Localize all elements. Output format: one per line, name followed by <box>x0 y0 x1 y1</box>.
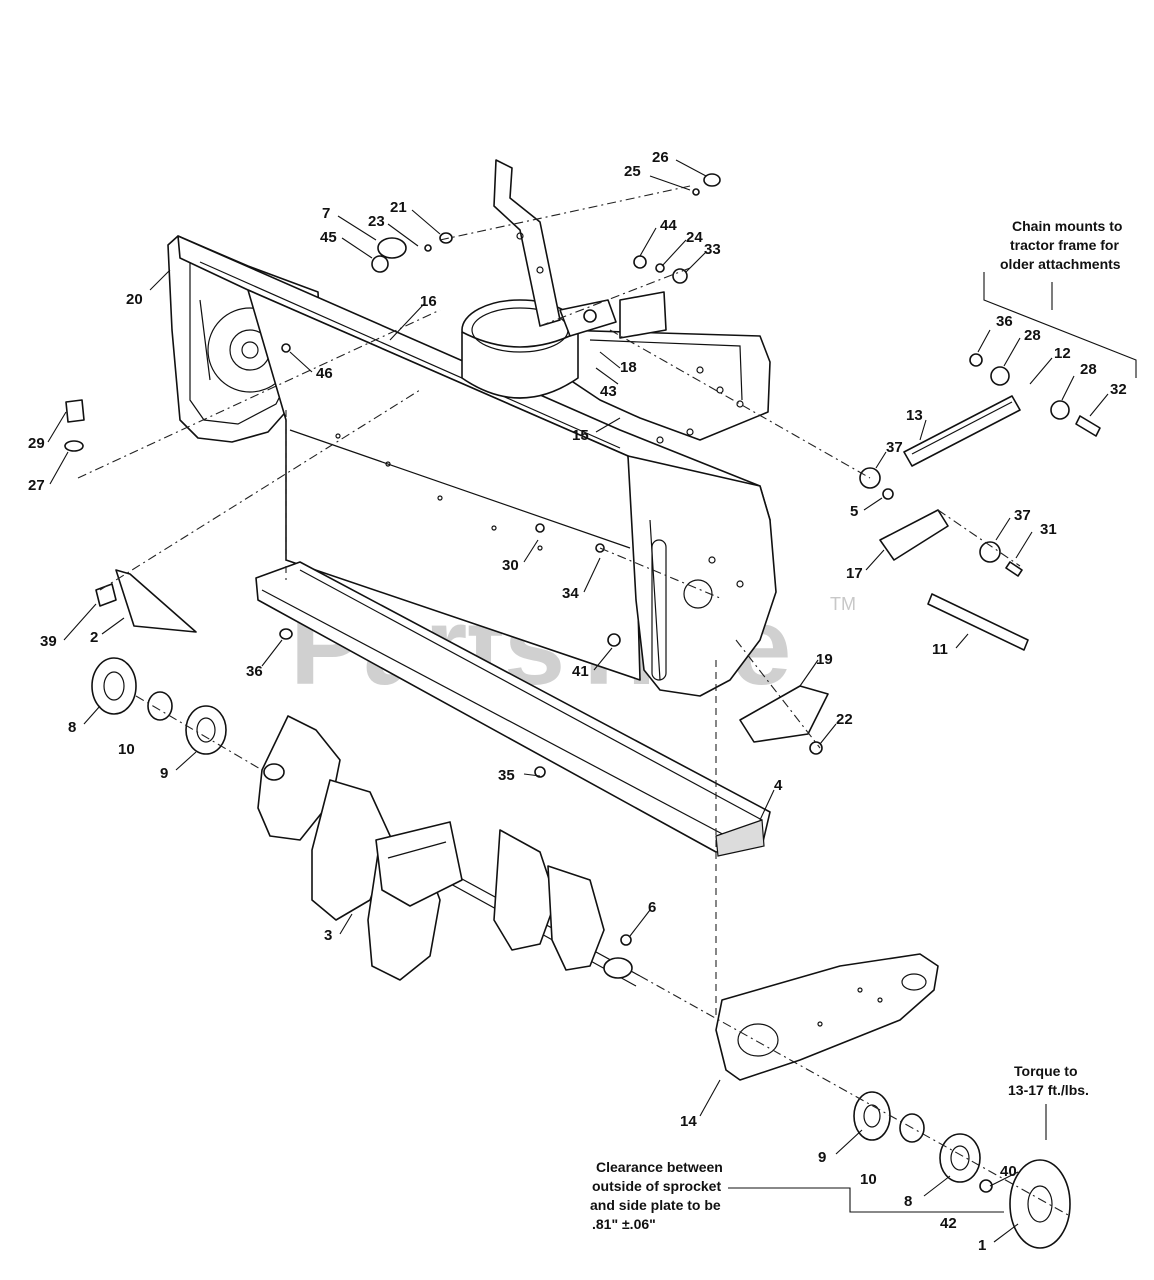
callout-44: 44 <box>660 217 677 234</box>
watermark-trademark: TM <box>830 594 856 614</box>
callout-36-lower: 36 <box>246 663 263 680</box>
callout-27: 27 <box>28 477 45 494</box>
callout-34: 34 <box>562 585 579 602</box>
callout-45: 45 <box>320 229 337 246</box>
callout-leaders <box>47 159 1109 1243</box>
callout-9-right: 9 <box>818 1149 826 1166</box>
callout-16: 16 <box>420 293 437 310</box>
clearance-leader <box>728 1187 1004 1213</box>
chute-base <box>461 159 617 399</box>
callout-5: 5 <box>850 503 858 520</box>
callout-41: 41 <box>572 663 589 680</box>
callout-14: 14 <box>680 1113 697 1130</box>
callout-25: 25 <box>624 163 641 180</box>
callout-12: 12 <box>1054 345 1071 362</box>
callout-26: 26 <box>652 149 669 166</box>
callout-30: 30 <box>502 557 519 574</box>
callout-8-right: 8 <box>904 1193 912 1210</box>
callout-37-lower: 37 <box>1014 507 1031 524</box>
callout-17: 17 <box>846 565 863 582</box>
callout-32: 32 <box>1110 381 1127 398</box>
callout-18: 18 <box>620 359 637 376</box>
chain-mount-bracket <box>983 272 1137 378</box>
callout-43: 43 <box>600 383 617 400</box>
callout-3: 3 <box>324 927 332 944</box>
callout-31: 31 <box>1040 521 1057 538</box>
callout-19: 19 <box>816 651 833 668</box>
chain-mount-note: Chain mounts to tractor frame for older … <box>1000 218 1126 272</box>
callout-6: 6 <box>648 899 656 916</box>
callout-labels: 26 25 21 7 23 45 44 24 33 20 16 46 18 43… <box>28 149 1127 1254</box>
clearance-note: Clearance between outside of sprocket an… <box>590 1159 727 1232</box>
callout-2: 2 <box>90 629 98 646</box>
callout-40: 40 <box>1000 1163 1017 1180</box>
bearing-stack-left <box>91 657 263 771</box>
callout-37-upper: 37 <box>886 439 903 456</box>
callout-29: 29 <box>28 435 45 452</box>
callout-39: 39 <box>40 633 57 650</box>
side-plate <box>715 953 939 1081</box>
callout-35: 35 <box>498 767 515 784</box>
callout-23: 23 <box>368 213 385 230</box>
callout-46: 46 <box>316 365 333 382</box>
callout-10-left: 10 <box>118 741 135 758</box>
torque-note: Torque to 13-17 ft./lbs. <box>1008 1063 1089 1098</box>
callout-28-lower: 28 <box>1080 361 1097 378</box>
callout-13: 13 <box>906 407 923 424</box>
auger-assembly <box>257 715 641 987</box>
callout-11: 11 <box>932 641 948 658</box>
callout-8-left: 8 <box>68 719 76 736</box>
assembly-lines <box>77 185 1021 1020</box>
scraper-bar <box>255 561 771 857</box>
callout-42: 42 <box>940 1215 957 1232</box>
callout-24: 24 <box>686 229 703 246</box>
callout-28-upper: 28 <box>1024 327 1041 344</box>
bearing-stack-right <box>639 975 1071 1249</box>
callout-33: 33 <box>704 241 721 258</box>
callout-22: 22 <box>836 711 853 728</box>
callout-20: 20 <box>126 291 143 308</box>
callout-7: 7 <box>322 205 330 222</box>
callout-36-upper: 36 <box>996 313 1013 330</box>
callout-10-right: 10 <box>860 1171 877 1188</box>
callout-21: 21 <box>390 199 407 216</box>
callout-1: 1 <box>978 1237 986 1254</box>
small-hardware <box>64 173 829 946</box>
callout-15: 15 <box>572 427 589 444</box>
hitch-frame <box>559 291 771 444</box>
chain-mount-hardware <box>583 255 1101 651</box>
callout-4: 4 <box>774 777 783 794</box>
callout-9-left: 9 <box>160 765 168 782</box>
